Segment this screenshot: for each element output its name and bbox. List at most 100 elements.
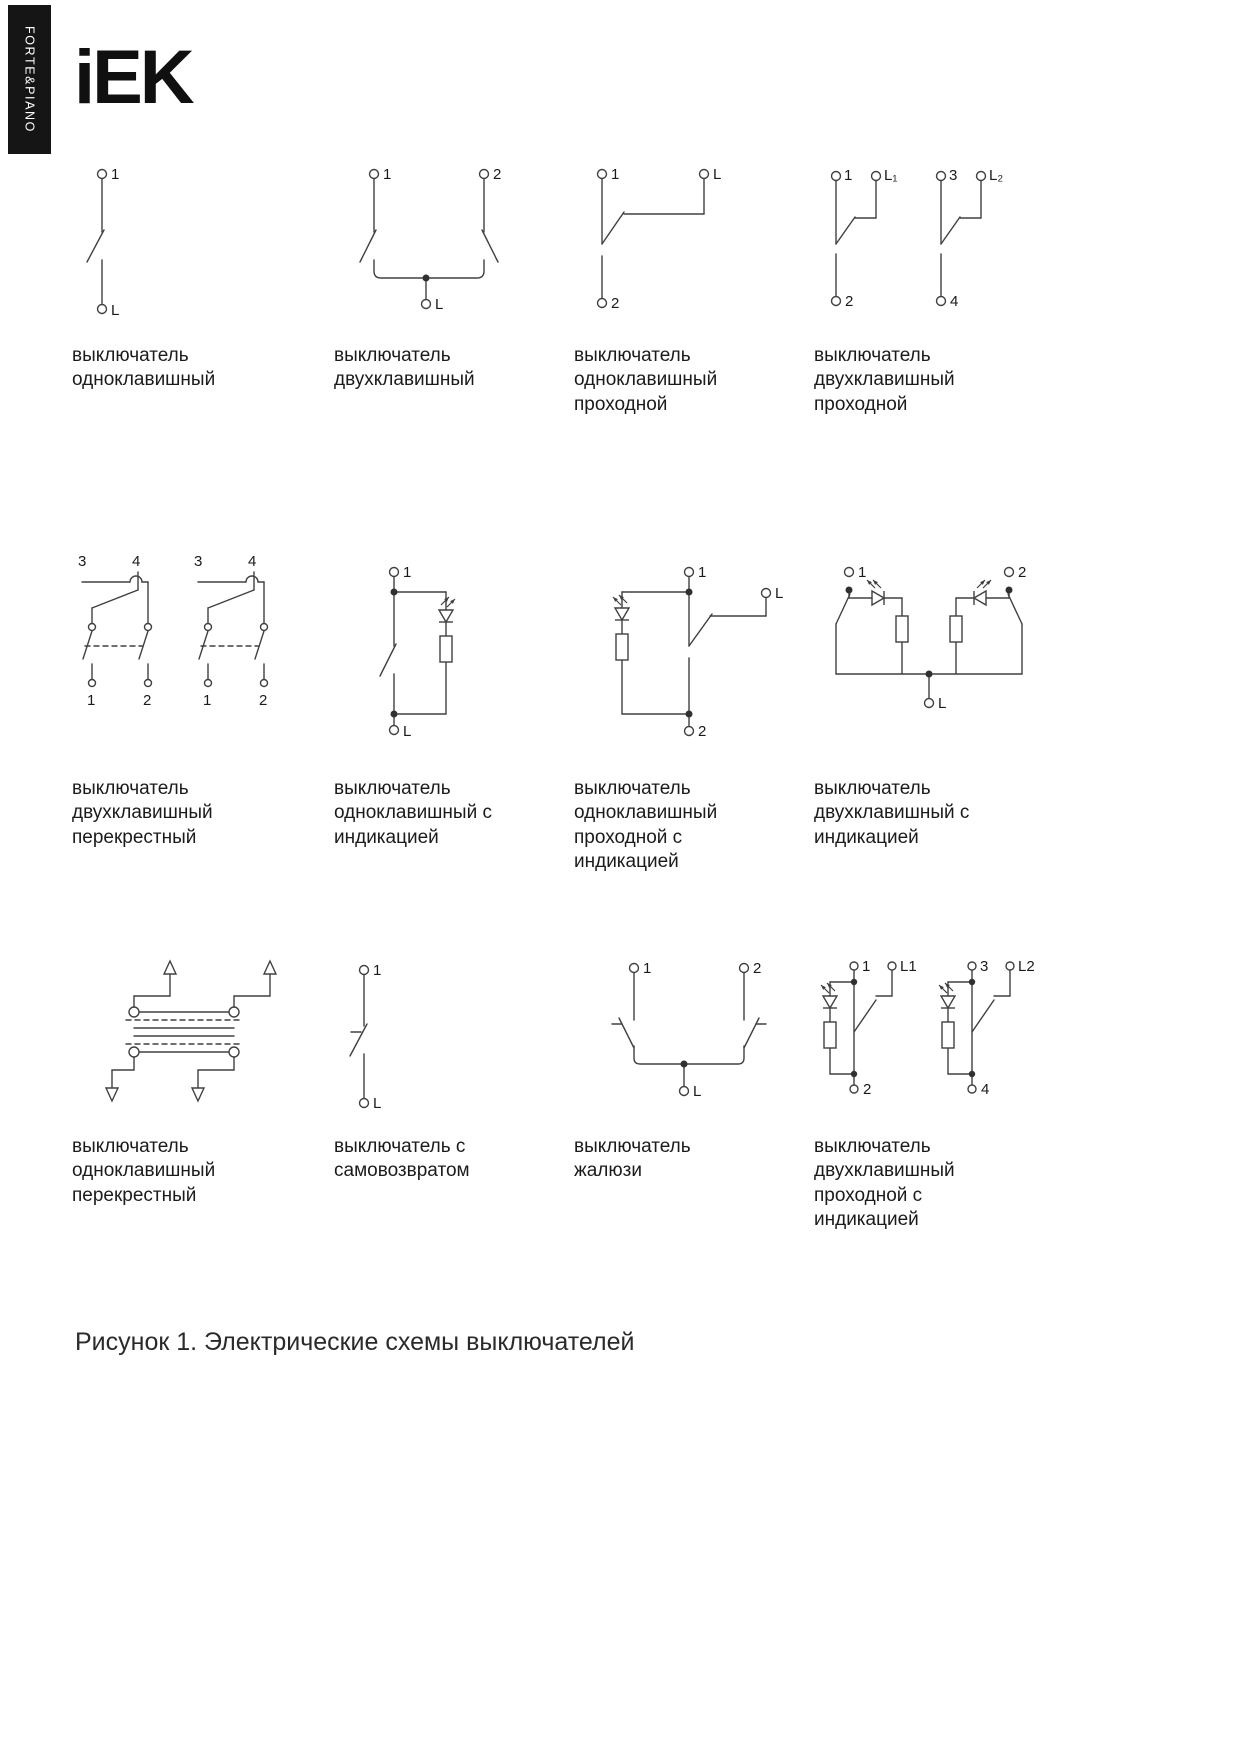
terminal-label: L1 [900,958,917,975]
diagram-cell-double-cross: 3 4 3 4 1 2 1 2 выключатель двухклавишны… [72,550,334,948]
arrow-down-icon [191,1087,205,1102]
brand-sidebar: FORTE&PIANO [8,5,51,154]
switch-blade [349,1023,368,1057]
junction-dot [968,1070,976,1078]
led-icon [612,594,630,621]
terminal-label: 2 [611,295,619,312]
led-icon [820,982,838,1009]
self-return-schematic: 1 L [349,962,381,1112]
wire-hop [129,575,143,583]
switch-blade [835,216,856,245]
terminal-circle [388,566,400,578]
terminal-circle [358,964,370,976]
switch-blade [138,630,149,660]
terminal-label: 1 [373,962,381,979]
terminal-circle [420,298,432,310]
contact-circle [259,622,269,632]
terminal-circle [683,725,695,737]
double-pass-schematic: 1 L₁ 3 L₂ 2 4 [830,167,1003,310]
terminal-label: 1 [611,166,619,183]
terminal-circle [596,168,608,180]
contact-circle [143,622,153,632]
diagram-cell-double-pass: 1 L₁ 3 L₂ 2 4 выключатель двухклавишный … [814,152,1054,550]
diagram-cell-single: 1 L выключатель одноклавишный [72,152,334,550]
terminal-label: 1 [698,564,706,581]
led-icon [973,579,992,606]
terminal-circle [935,170,947,182]
terminal-label: 1 [403,564,411,581]
terminal-label: L [693,1083,701,1100]
terminal-label: 2 [753,960,761,977]
switch-blade [82,630,93,660]
terminal-label: L₂ [989,167,1003,184]
diagram-cell-double-ind: 1 2 L выключатель двухклавишный с индика… [814,550,1054,948]
terminal-label: 1 [643,960,651,977]
contact-circle [128,1006,140,1018]
terminal-label: 2 [863,1081,871,1098]
diagram-caption: выключатель с самовозвратом [334,1136,470,1182]
terminal-circle [967,1084,977,1094]
terminal-circle [849,961,859,971]
terminal-circle [683,566,695,578]
led-icon [438,596,456,623]
diagram-caption: выключатель двухклавишный с индикацией [814,778,970,848]
terminal-label: 1 [111,166,119,183]
diagram-caption: выключатель одноклавишный проходной [574,345,718,415]
diagram-cell-single-pass: 1 L 2 выключатель одноклавишный проходно… [574,152,814,550]
terminal-circle [203,678,213,688]
terminal-label: 4 [950,293,958,310]
figure-caption: Рисунок 1. Электрические схемы выключате… [75,1328,635,1356]
iek-logo: iEK [74,35,195,120]
terminal-circle [388,724,400,736]
terminal-circle [830,170,842,182]
contact-circle [128,1046,140,1058]
wires [349,973,368,1099]
resistor-icon [823,1021,837,1049]
single-indicator-schematic: 1 L [379,564,456,740]
switch-blade [618,1017,635,1049]
terminal-circle [870,170,882,182]
terminal-label: L [713,166,721,183]
terminal-label: L [435,296,443,313]
resistor-icon [439,635,453,663]
terminal-label: 3 [78,553,86,570]
arrow-up-icon [263,960,277,975]
junction-dot [925,670,933,678]
junction-dot [850,978,858,986]
switch-blade [359,229,377,263]
wires [359,177,499,300]
junction-dot [685,710,693,718]
terminal-circle [975,170,987,182]
terminal-label: 2 [698,723,706,740]
terminal-label: 1 [844,167,852,184]
resistor-icon [895,615,909,643]
led-icon [938,982,956,1009]
resistor-icon [949,615,963,643]
diagram-caption: выключатель одноклавишный перекрестный [72,1136,216,1206]
wires [835,589,1023,699]
junction-dot [850,1070,858,1078]
terminal-label: 2 [1018,564,1026,581]
arrow-down-icon [105,1087,119,1102]
wires [81,571,265,681]
terminal-circle [923,697,935,709]
junction-dot [845,586,853,594]
diagram-caption: выключатель двухклавишный перекрестный [72,778,213,848]
contact-circle [87,622,97,632]
terminal-label: 1 [858,564,866,581]
switch-blade [86,229,105,263]
terminal-circle [596,297,608,309]
terminal-circle [830,295,842,307]
diagram-caption: выключатель жалюзи [574,1136,691,1182]
diagram-caption: выключатель двухклавишный проходной [814,345,955,415]
single-pass-schematic: 1 L 2 [596,166,721,312]
diagram-caption: выключатель одноклавишный [72,345,216,391]
contact-circle [203,622,213,632]
diagram-grid: 1 L выключатель одноклавишный [72,152,1054,1340]
single-switch-schematic: 1 L [86,166,119,319]
resistor-icon [941,1021,955,1049]
switch-blade [940,216,961,245]
switch-blade [198,630,209,660]
terminal-label: 2 [845,293,853,310]
switch-blade [601,211,625,245]
